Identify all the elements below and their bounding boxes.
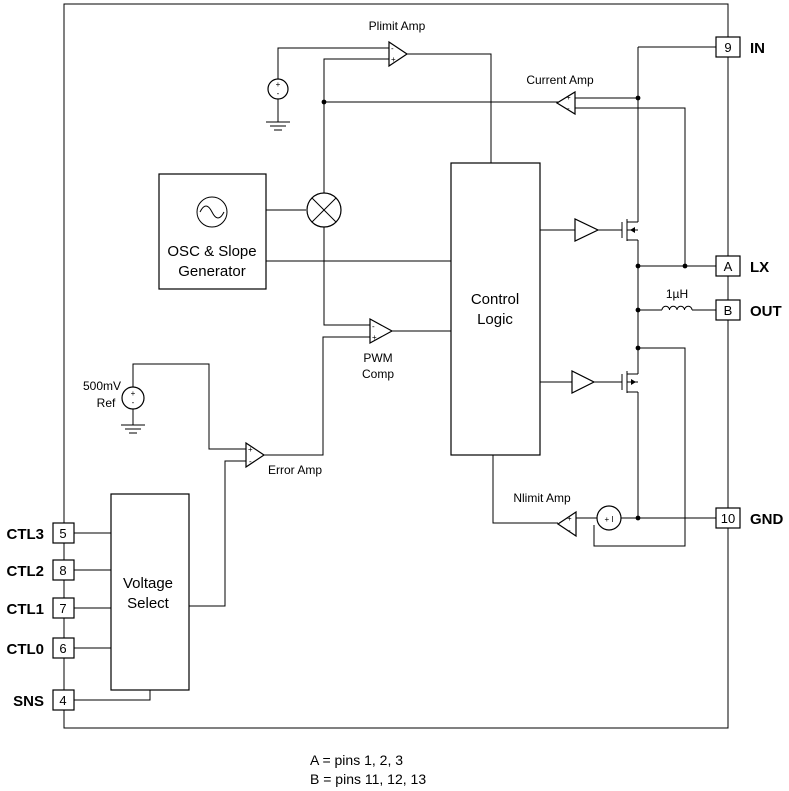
high-side-driver [574,218,600,242]
svg-text:+: + [276,80,281,89]
inductor-value: 1µH [666,287,688,301]
svg-text:B: B [724,303,733,318]
svg-text:5: 5 [59,526,66,541]
current-sense-icon: + I [596,505,622,531]
pwm-comp: - + [369,317,394,345]
svg-text:-: - [391,44,394,53]
osc-slope-generator-block: OSC & Slope Generator [158,173,267,290]
ic-outline [63,3,729,729]
plimit-amp: - + [388,40,409,68]
pin-ctl0: 6 CTL0 [7,637,75,659]
ref-value: 500mV [83,379,121,393]
svg-text:8: 8 [59,563,66,578]
pin-ctl2: 8 CTL2 [7,559,75,581]
voltage-select-label-2: Select [127,595,170,612]
sine-wave-icon [196,196,228,228]
svg-text:-: - [249,457,252,466]
legend-line-b: B = pins 11, 12, 13 [310,771,426,787]
pin-sns: 4 SNS [13,689,75,711]
ref-voltage-source-icon: + - [121,386,145,410]
pin-lx: A LX [715,255,769,277]
pin-ctl1: 7 CTL1 [7,597,75,619]
wires [74,46,716,701]
control-logic-block: Control Logic [450,162,541,456]
ground-icon [266,121,290,131]
svg-text:+: + [567,514,572,523]
svg-text:CTL1: CTL1 [7,601,45,618]
high-side-mosfet [621,219,638,241]
plimit-voltage-source-icon: + - [267,78,289,100]
svg-text:IN: IN [750,40,765,57]
svg-text:-: - [567,104,570,113]
svg-text:OUT: OUT [750,303,782,320]
osc-block-label-2: Generator [178,263,246,280]
low-side-driver [571,370,596,394]
svg-text:4: 4 [59,693,66,708]
svg-text:A: A [724,259,733,274]
legend-line-a: A = pins 1, 2, 3 [310,752,403,768]
control-logic-label-2: Logic [477,311,513,328]
svg-text:GND: GND [750,511,784,528]
voltage-select-label-1: Voltage [123,575,173,592]
svg-text:+: + [131,389,136,398]
svg-text:+: + [372,333,377,342]
svg-text:+: + [566,93,571,102]
svg-text:-: - [277,89,280,98]
pin-gnd: 10 GND [715,507,784,529]
pwm-comp-label-1: PWM [363,351,392,365]
inductor-icon [661,305,693,311]
current-amp-label: Current Amp [526,73,594,87]
pwm-comp-label-2: Comp [362,367,394,381]
svg-text:-: - [372,322,375,331]
control-logic-label-1: Control [471,291,519,308]
osc-block-label-1: OSC & Slope [167,243,256,260]
svg-text:+: + [248,445,253,454]
svg-text:-: - [568,526,571,535]
svg-text:CTL3: CTL3 [7,526,45,543]
pin-out: B OUT [715,299,782,321]
svg-text:CTL2: CTL2 [7,563,45,580]
svg-text:9: 9 [724,40,731,55]
svg-text:CTL0: CTL0 [7,641,45,658]
low-side-mosfet [621,364,639,393]
svg-text:-: - [132,398,135,407]
svg-text:7: 7 [59,601,66,616]
plimit-amp-label: Plimit Amp [369,19,426,33]
multiplier-icon [306,192,342,228]
ground-icon [121,424,145,434]
pin-ctl3: 5 CTL3 [7,522,75,544]
junction-dots [321,95,688,521]
voltage-select-block: Voltage Select [110,493,190,691]
error-amp-label: Error Amp [268,463,322,477]
pin-in: 9 IN [715,36,765,58]
svg-text:6: 6 [59,641,66,656]
error-amp: + - [245,441,266,469]
svg-text:10: 10 [721,511,735,526]
current-amp: + - [555,90,576,116]
nlimit-amp-label: Nlimit Amp [513,491,571,505]
svg-text:SNS: SNS [13,693,44,710]
nlimit-amp: + - [556,510,577,538]
svg-text:+: + [391,55,396,64]
svg-text:+ I: + I [604,515,613,524]
svg-text:LX: LX [750,259,769,276]
ref-label: Ref [97,396,116,410]
